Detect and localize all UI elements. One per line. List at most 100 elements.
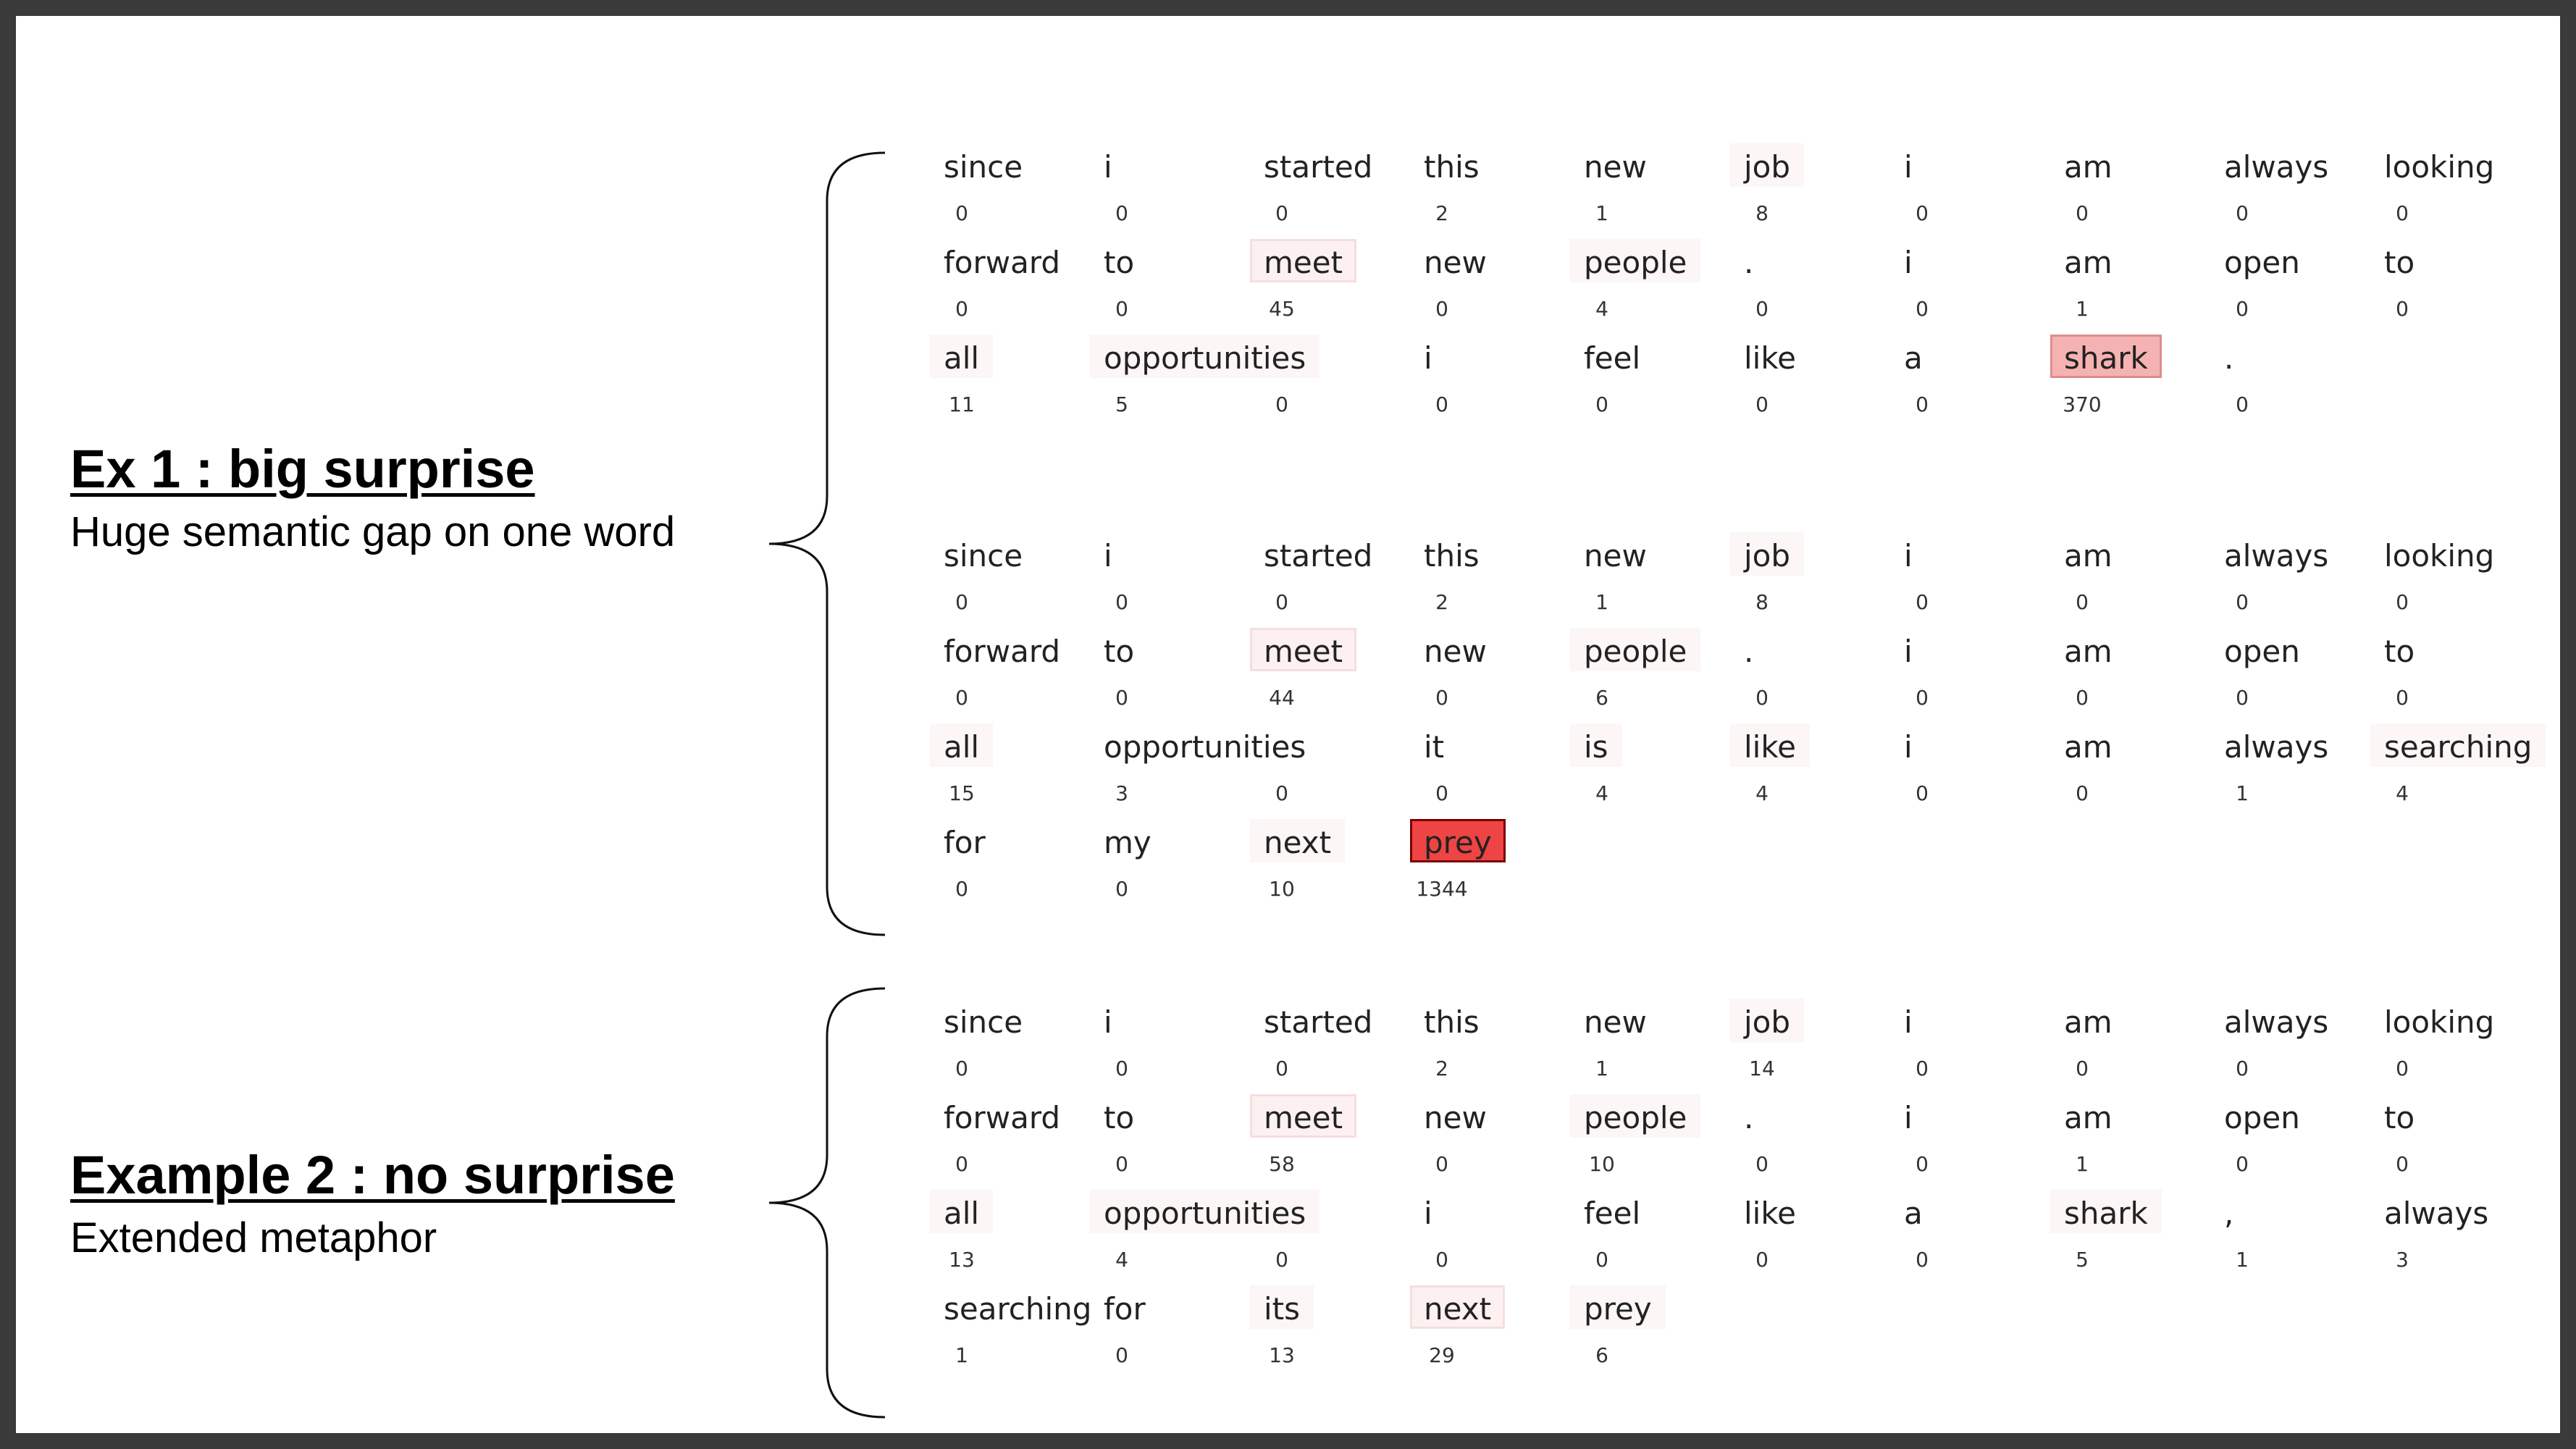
- token-word: to: [1104, 634, 1135, 669]
- token-word: am: [2064, 538, 2113, 574]
- token-surprise-count: 0: [955, 1152, 968, 1176]
- token-surprise-count: 0: [955, 590, 968, 614]
- token-surprise-count: 1: [1595, 1057, 1608, 1080]
- token: .0: [1730, 1094, 1875, 1181]
- token-word: new: [1584, 1004, 1647, 1040]
- token-surprise-count: 8: [1755, 201, 1769, 225]
- token-word: am: [2064, 729, 2113, 765]
- token-surprise-count: 5: [1115, 392, 1128, 416]
- token-word: am: [2064, 245, 2113, 280]
- token-surprise-count: 1: [955, 1343, 968, 1367]
- token-word: open: [2224, 245, 2300, 280]
- token-surprise-count: 0: [2236, 201, 2249, 225]
- token-word: .: [1744, 1100, 1754, 1135]
- token-surprise-count: 0: [1435, 297, 1448, 321]
- token-surprise-count: 3: [2396, 1248, 2409, 1272]
- token-word: my: [1104, 825, 1151, 860]
- token-surprise-count: 5: [2076, 1248, 2089, 1272]
- token-surprise-count: 0: [1275, 1248, 1288, 1272]
- token-word: i: [1104, 1004, 1112, 1040]
- token: am 0: [2050, 143, 2195, 230]
- token-surprise-count: 0: [2236, 297, 2249, 321]
- token-word: open: [2224, 1100, 2300, 1135]
- token: new 1: [1570, 999, 1715, 1085]
- token-surprise-count: 1: [2236, 1248, 2249, 1272]
- token-surprise-count: 0: [955, 686, 968, 710]
- token-word: like: [1730, 723, 1811, 767]
- token-surprise-count: 0: [1435, 1248, 1448, 1272]
- token-surprise-count: 1: [1595, 201, 1608, 225]
- token-surprise-count: 0: [1435, 392, 1448, 416]
- token-word: to: [2384, 634, 2415, 669]
- token-surprise-count: 0: [2396, 201, 2409, 225]
- token-word: open: [2224, 634, 2300, 669]
- token-word: next: [1250, 819, 1346, 862]
- token-word: always: [2224, 538, 2329, 574]
- token-surprise-count: 0: [2236, 1152, 2249, 1176]
- token-word: i: [1904, 1004, 1913, 1040]
- token-word: job: [1730, 532, 1805, 576]
- token-surprise-count: 1: [2076, 1152, 2089, 1176]
- token-surprise-count: 0: [1275, 781, 1288, 805]
- token-word: to: [1104, 245, 1135, 280]
- token-word: i: [1424, 1196, 1432, 1231]
- token-surprise-count: 0: [1755, 1248, 1769, 1272]
- token-surprise-count: 0: [955, 1057, 968, 1080]
- token-word: always: [2224, 149, 2329, 185]
- token-word: looking: [2384, 538, 2495, 574]
- token-word: opportunities: [1090, 335, 1320, 378]
- token-word: ,: [2224, 1196, 2234, 1231]
- token-surprise-count: 15: [949, 781, 975, 805]
- token-surprise-count: 0: [1916, 392, 1929, 416]
- token-surprise-count: 58: [1269, 1152, 1295, 1176]
- token-surprise-count: 0: [1595, 392, 1608, 416]
- example-2-subtitle: Extended metaphor: [70, 1214, 437, 1261]
- token-word: am: [2064, 149, 2113, 185]
- token: 0: [1250, 723, 1395, 810]
- token-surprise-count: 0: [1115, 1343, 1128, 1367]
- token-surprise-count: 29: [1429, 1343, 1455, 1367]
- token-word: is: [1570, 723, 1622, 767]
- token-surprise-count: 4: [1595, 297, 1608, 321]
- token-surprise-count: 0: [2076, 1057, 2089, 1080]
- token-word: [1250, 335, 1277, 378]
- token-surprise-count: 0: [2396, 590, 2409, 614]
- token-surprise-count: 0: [1275, 1057, 1288, 1080]
- token-word: .: [1744, 245, 1754, 280]
- token: .0: [1730, 239, 1875, 326]
- example-1-title: Ex 1 : big surprise: [70, 439, 535, 499]
- example-2-title: Example 2 : no surprise: [70, 1145, 675, 1205]
- token-surprise-count: 11: [949, 392, 975, 416]
- token-surprise-count: 0: [2396, 1057, 2409, 1080]
- token-surprise-count: 0: [1275, 590, 1288, 614]
- token-surprise-count: 0: [2076, 201, 2089, 225]
- token-word: i: [1904, 634, 1913, 669]
